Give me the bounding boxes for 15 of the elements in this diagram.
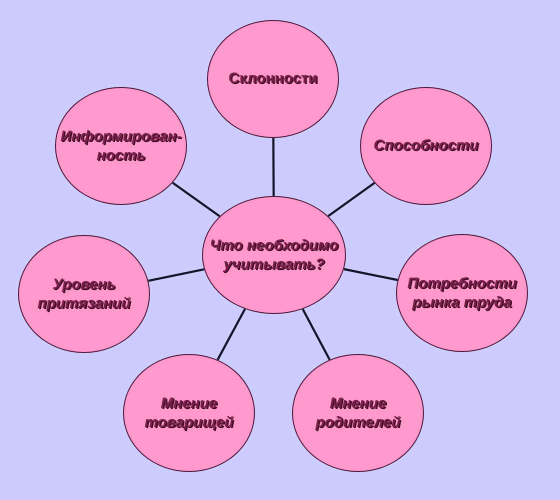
node-label: Уровень притязаний bbox=[36, 274, 132, 314]
node-label: Потребности рынка труда bbox=[406, 274, 518, 312]
connector-line bbox=[328, 182, 376, 218]
node-label: Склонности bbox=[228, 69, 318, 89]
connector-line bbox=[148, 268, 204, 282]
node-label: Мнение родителей bbox=[314, 394, 402, 432]
connector-line bbox=[272, 138, 275, 196]
node-label: Мнение товарищей bbox=[144, 394, 234, 432]
connector-line bbox=[302, 308, 331, 360]
node-label: Информирован- ность bbox=[59, 126, 183, 166]
node-label: Способности bbox=[373, 136, 478, 156]
node-label: Что необходимо учитывать? bbox=[208, 236, 340, 274]
connector-line bbox=[172, 182, 220, 218]
connector-line bbox=[344, 268, 398, 282]
connector-line bbox=[216, 308, 246, 360]
